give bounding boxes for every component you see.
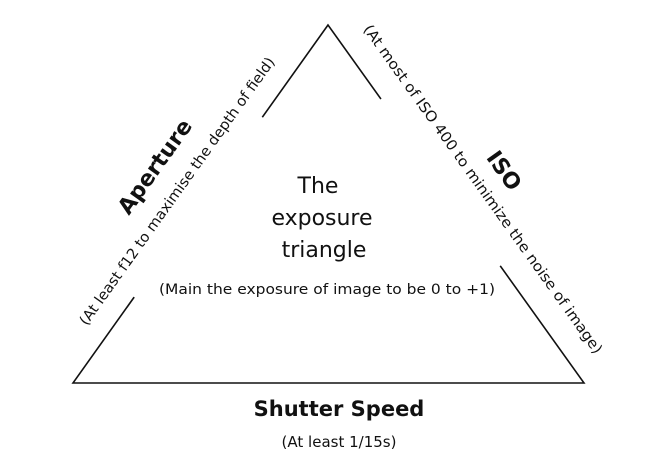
shutter-speed-note: (At least 1/15s)	[282, 433, 397, 451]
center-title-line-2: exposure	[271, 206, 372, 231]
shutter-speed-label: Shutter Speed	[254, 397, 425, 421]
iso-note: (At most of ISO 400 to minimize the nois…	[360, 22, 605, 357]
triangle-right-side-mask	[378, 97, 503, 268]
center-note: (Main the exposure of image to be 0 to +…	[159, 282, 495, 298]
exposure-triangle-outline	[71, 23, 586, 384]
triangle-left-side-mask	[131, 115, 265, 299]
center-title-line-3: triangle	[282, 238, 367, 263]
center-title-line-1: The	[297, 174, 339, 199]
